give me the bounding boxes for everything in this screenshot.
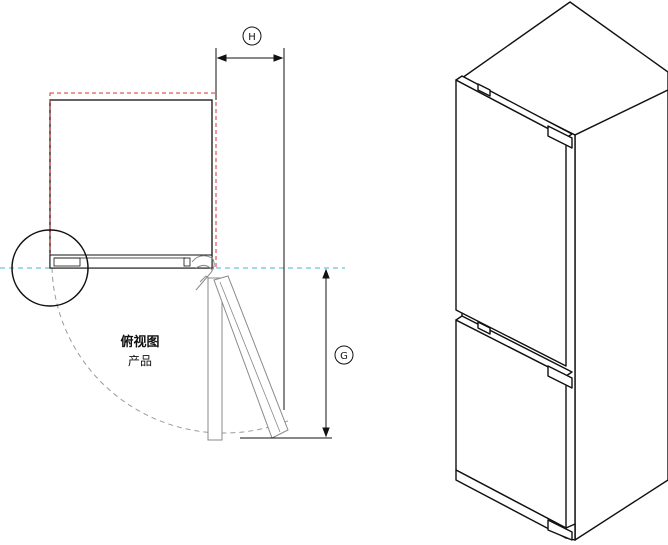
lower-door-bracket <box>547 365 573 389</box>
detail-magnifier-circle <box>11 229 89 307</box>
top-view-title: 俯视图 <box>120 334 159 350</box>
closed-door-strip <box>49 254 213 269</box>
dimension-g <box>240 268 354 439</box>
clearance-outline <box>49 92 217 269</box>
dimension-g-label: G <box>340 351 348 362</box>
dimension-h <box>215 26 285 410</box>
top-view-subtitle: 产品 <box>128 354 152 368</box>
upper-door-bracket <box>547 125 573 149</box>
fridge-side-face <box>574 89 668 541</box>
dimension-h-label: H <box>248 32 256 43</box>
fridge-isometric-illustration <box>455 1 668 541</box>
top-view: H G 俯视图 产品 <box>0 26 354 441</box>
appliance-body-outline <box>49 99 213 269</box>
open-door <box>207 275 289 441</box>
door-swing-arc <box>51 267 291 434</box>
